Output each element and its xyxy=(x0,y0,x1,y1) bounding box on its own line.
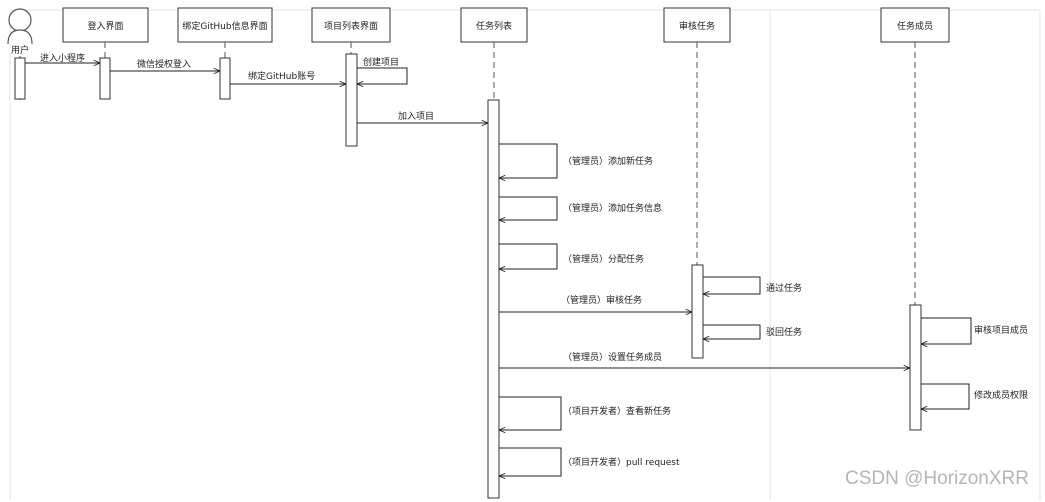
watermark: CSDN @HorizonXRR xyxy=(845,468,1029,489)
self-message-arrow xyxy=(921,317,972,344)
participant-review: 审核任务 xyxy=(663,7,731,43)
message-label: （管理员）设置任务成员 xyxy=(563,351,662,363)
activation-members xyxy=(909,304,922,431)
message-label: 修改成员权限 xyxy=(974,389,1028,401)
messages xyxy=(25,63,972,476)
message-label: （管理员）审核任务 xyxy=(561,294,642,306)
self-message-arrow xyxy=(703,324,761,339)
self-message-arrow xyxy=(921,383,970,409)
message-label: 加入项目 xyxy=(398,111,434,122)
participant-members: 任务成员 xyxy=(880,7,950,43)
participant-label: 任务列表 xyxy=(476,20,512,32)
activation-bind xyxy=(219,57,231,100)
self-message-arrow xyxy=(499,243,558,269)
self-message-arrow xyxy=(499,396,562,430)
self-message-arrow xyxy=(499,447,562,476)
activation-projects xyxy=(345,53,358,147)
activation-user xyxy=(14,57,26,100)
participant-label: 任务成员 xyxy=(897,20,933,32)
activation-login xyxy=(99,57,111,100)
user-icon xyxy=(8,8,32,32)
participant-label: 项目列表界面 xyxy=(324,20,378,32)
self-message-arrow xyxy=(499,143,558,178)
message-label: 通过任务 xyxy=(766,282,802,294)
message-label: （管理员）分配任务 xyxy=(563,253,644,265)
participant-projects: 项目列表界面 xyxy=(311,7,391,43)
message-label: 审核项目成员 xyxy=(974,324,1028,336)
participant-label: 审核任务 xyxy=(679,20,715,32)
self-message-arrow xyxy=(499,196,558,220)
lifelines xyxy=(19,42,916,500)
message-label: （管理员）添加任务信息 xyxy=(563,202,662,214)
activation-review xyxy=(691,264,704,359)
message-label: （管理员）添加新任务 xyxy=(563,155,653,167)
actor-user: 用户 xyxy=(7,8,33,56)
message-label: 微信授权登入 xyxy=(137,58,191,70)
message-label: 创建项目 xyxy=(363,56,399,68)
participant-label: 绑定GitHub信息界面 xyxy=(182,20,267,32)
message-label: （项目开发者）查看新任务 xyxy=(563,405,671,417)
message-labels: 进入小程序 微信授权登入 绑定GitHub账号 创建项目 加入项目 （管理员）添… xyxy=(40,52,1028,468)
message-label: 进入小程序 xyxy=(40,52,85,64)
activations xyxy=(14,53,922,499)
message-label: （项目开发者）pull request xyxy=(563,456,680,468)
participant-tasks: 任务列表 xyxy=(460,7,528,43)
message-label: 绑定GitHub账号 xyxy=(248,70,315,82)
activation-tasks xyxy=(487,99,500,499)
participant-bind: 绑定GitHub信息界面 xyxy=(177,7,273,43)
participant-login: 登入界面 xyxy=(62,7,149,43)
participant-label: 登入界面 xyxy=(87,21,123,32)
actor-label: 用户 xyxy=(11,44,29,56)
self-message-arrow xyxy=(703,276,761,294)
self-message-arrow xyxy=(357,67,408,84)
message-label: 驳回任务 xyxy=(766,326,802,338)
